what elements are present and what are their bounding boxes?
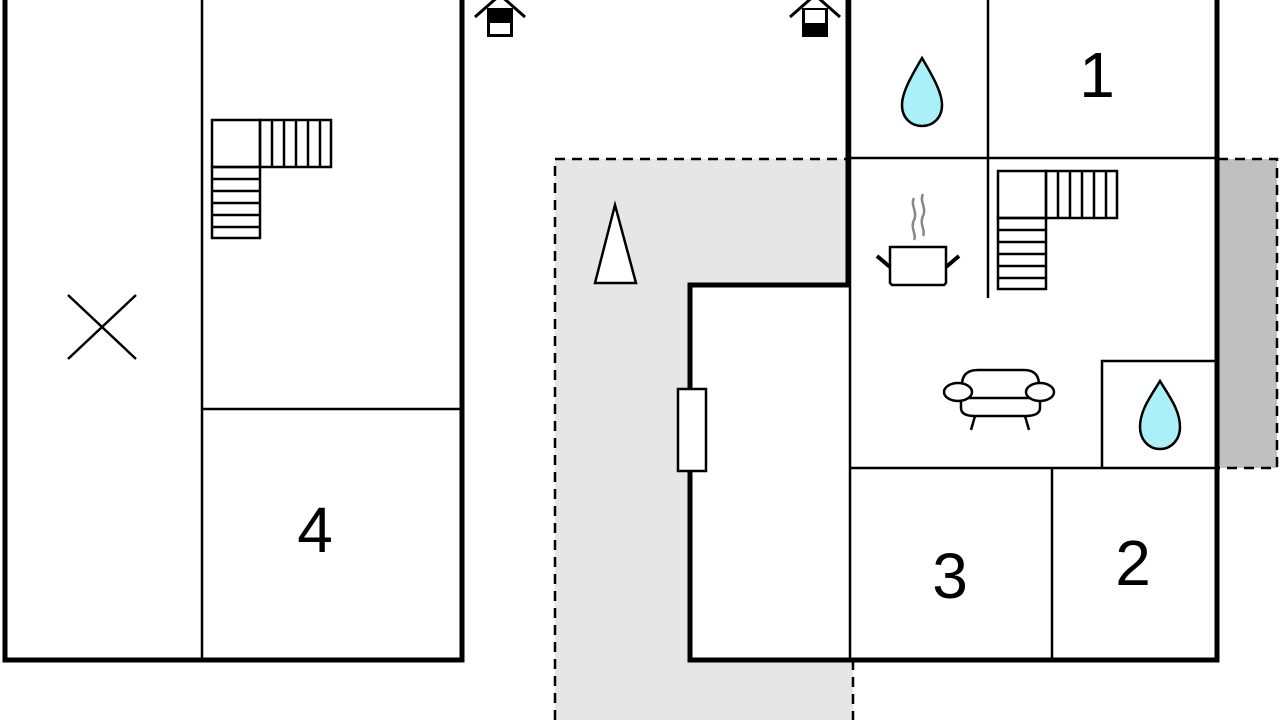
right-building-walls xyxy=(687,0,1220,663)
entrance-icon xyxy=(789,0,841,37)
water-drop-icon xyxy=(1138,378,1182,451)
stairs-icon xyxy=(996,169,1119,291)
room-label-3: 3 xyxy=(932,540,968,612)
tree-icon xyxy=(593,200,638,285)
entrance-icon xyxy=(474,0,526,37)
room-label-1: 1 xyxy=(1079,39,1115,111)
terrace-light xyxy=(553,157,855,720)
stairs-icon xyxy=(210,118,333,240)
sofa-icon xyxy=(942,368,1056,431)
cross-icon xyxy=(67,294,137,360)
room-label-2: 2 xyxy=(1115,527,1151,599)
water-drop-icon xyxy=(900,55,944,128)
window-icon xyxy=(676,387,708,473)
terrace-dark xyxy=(1218,157,1279,470)
room-label-4: 4 xyxy=(297,494,333,566)
left-building-walls xyxy=(2,0,465,663)
kitchen-pot-icon xyxy=(875,193,961,287)
